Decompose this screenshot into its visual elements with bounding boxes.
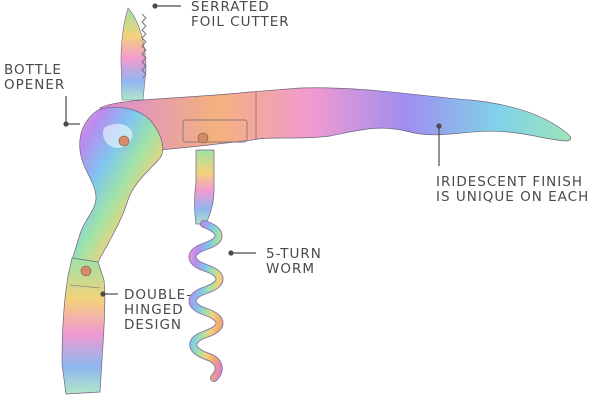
- foil-cutter-blade: [120, 7, 147, 101]
- spiral-worm: [188, 220, 224, 382]
- label-line: IS UNIQUE ON EACH: [436, 189, 590, 205]
- label-serrated-foil-cutter: SERRATED FOIL CUTTER: [191, 0, 290, 30]
- label-bottle-opener: BOTTLE OPENER: [4, 63, 65, 93]
- label-line: DESIGN: [124, 317, 183, 333]
- label-line: HINGED: [124, 302, 184, 318]
- label-iridescent-finish: IRIDESCENT FINISH IS UNIQUE ON EACH: [436, 175, 589, 205]
- hinge-arm: [61, 257, 106, 395]
- label-line: 5-TURN: [266, 246, 322, 262]
- bottle-opener-lever: [71, 106, 164, 263]
- leader-lines: [63, 3, 442, 297]
- label-worm: 5-TURN WORM: [266, 247, 322, 277]
- label-line: FOIL CUTTER: [191, 14, 290, 30]
- label-line: IRIDESCENT FINISH: [436, 174, 583, 190]
- label-double-hinged: DOUBLE- HINGED DESIGN: [124, 288, 192, 333]
- handle-body: [99, 87, 572, 151]
- label-line: WORM: [266, 261, 316, 277]
- label-line: OPENER: [4, 77, 66, 93]
- label-line: BOTTLE: [4, 62, 62, 78]
- worm-shank: [194, 149, 215, 225]
- label-line: DOUBLE-: [124, 287, 193, 303]
- label-line: SERRATED: [191, 0, 270, 15]
